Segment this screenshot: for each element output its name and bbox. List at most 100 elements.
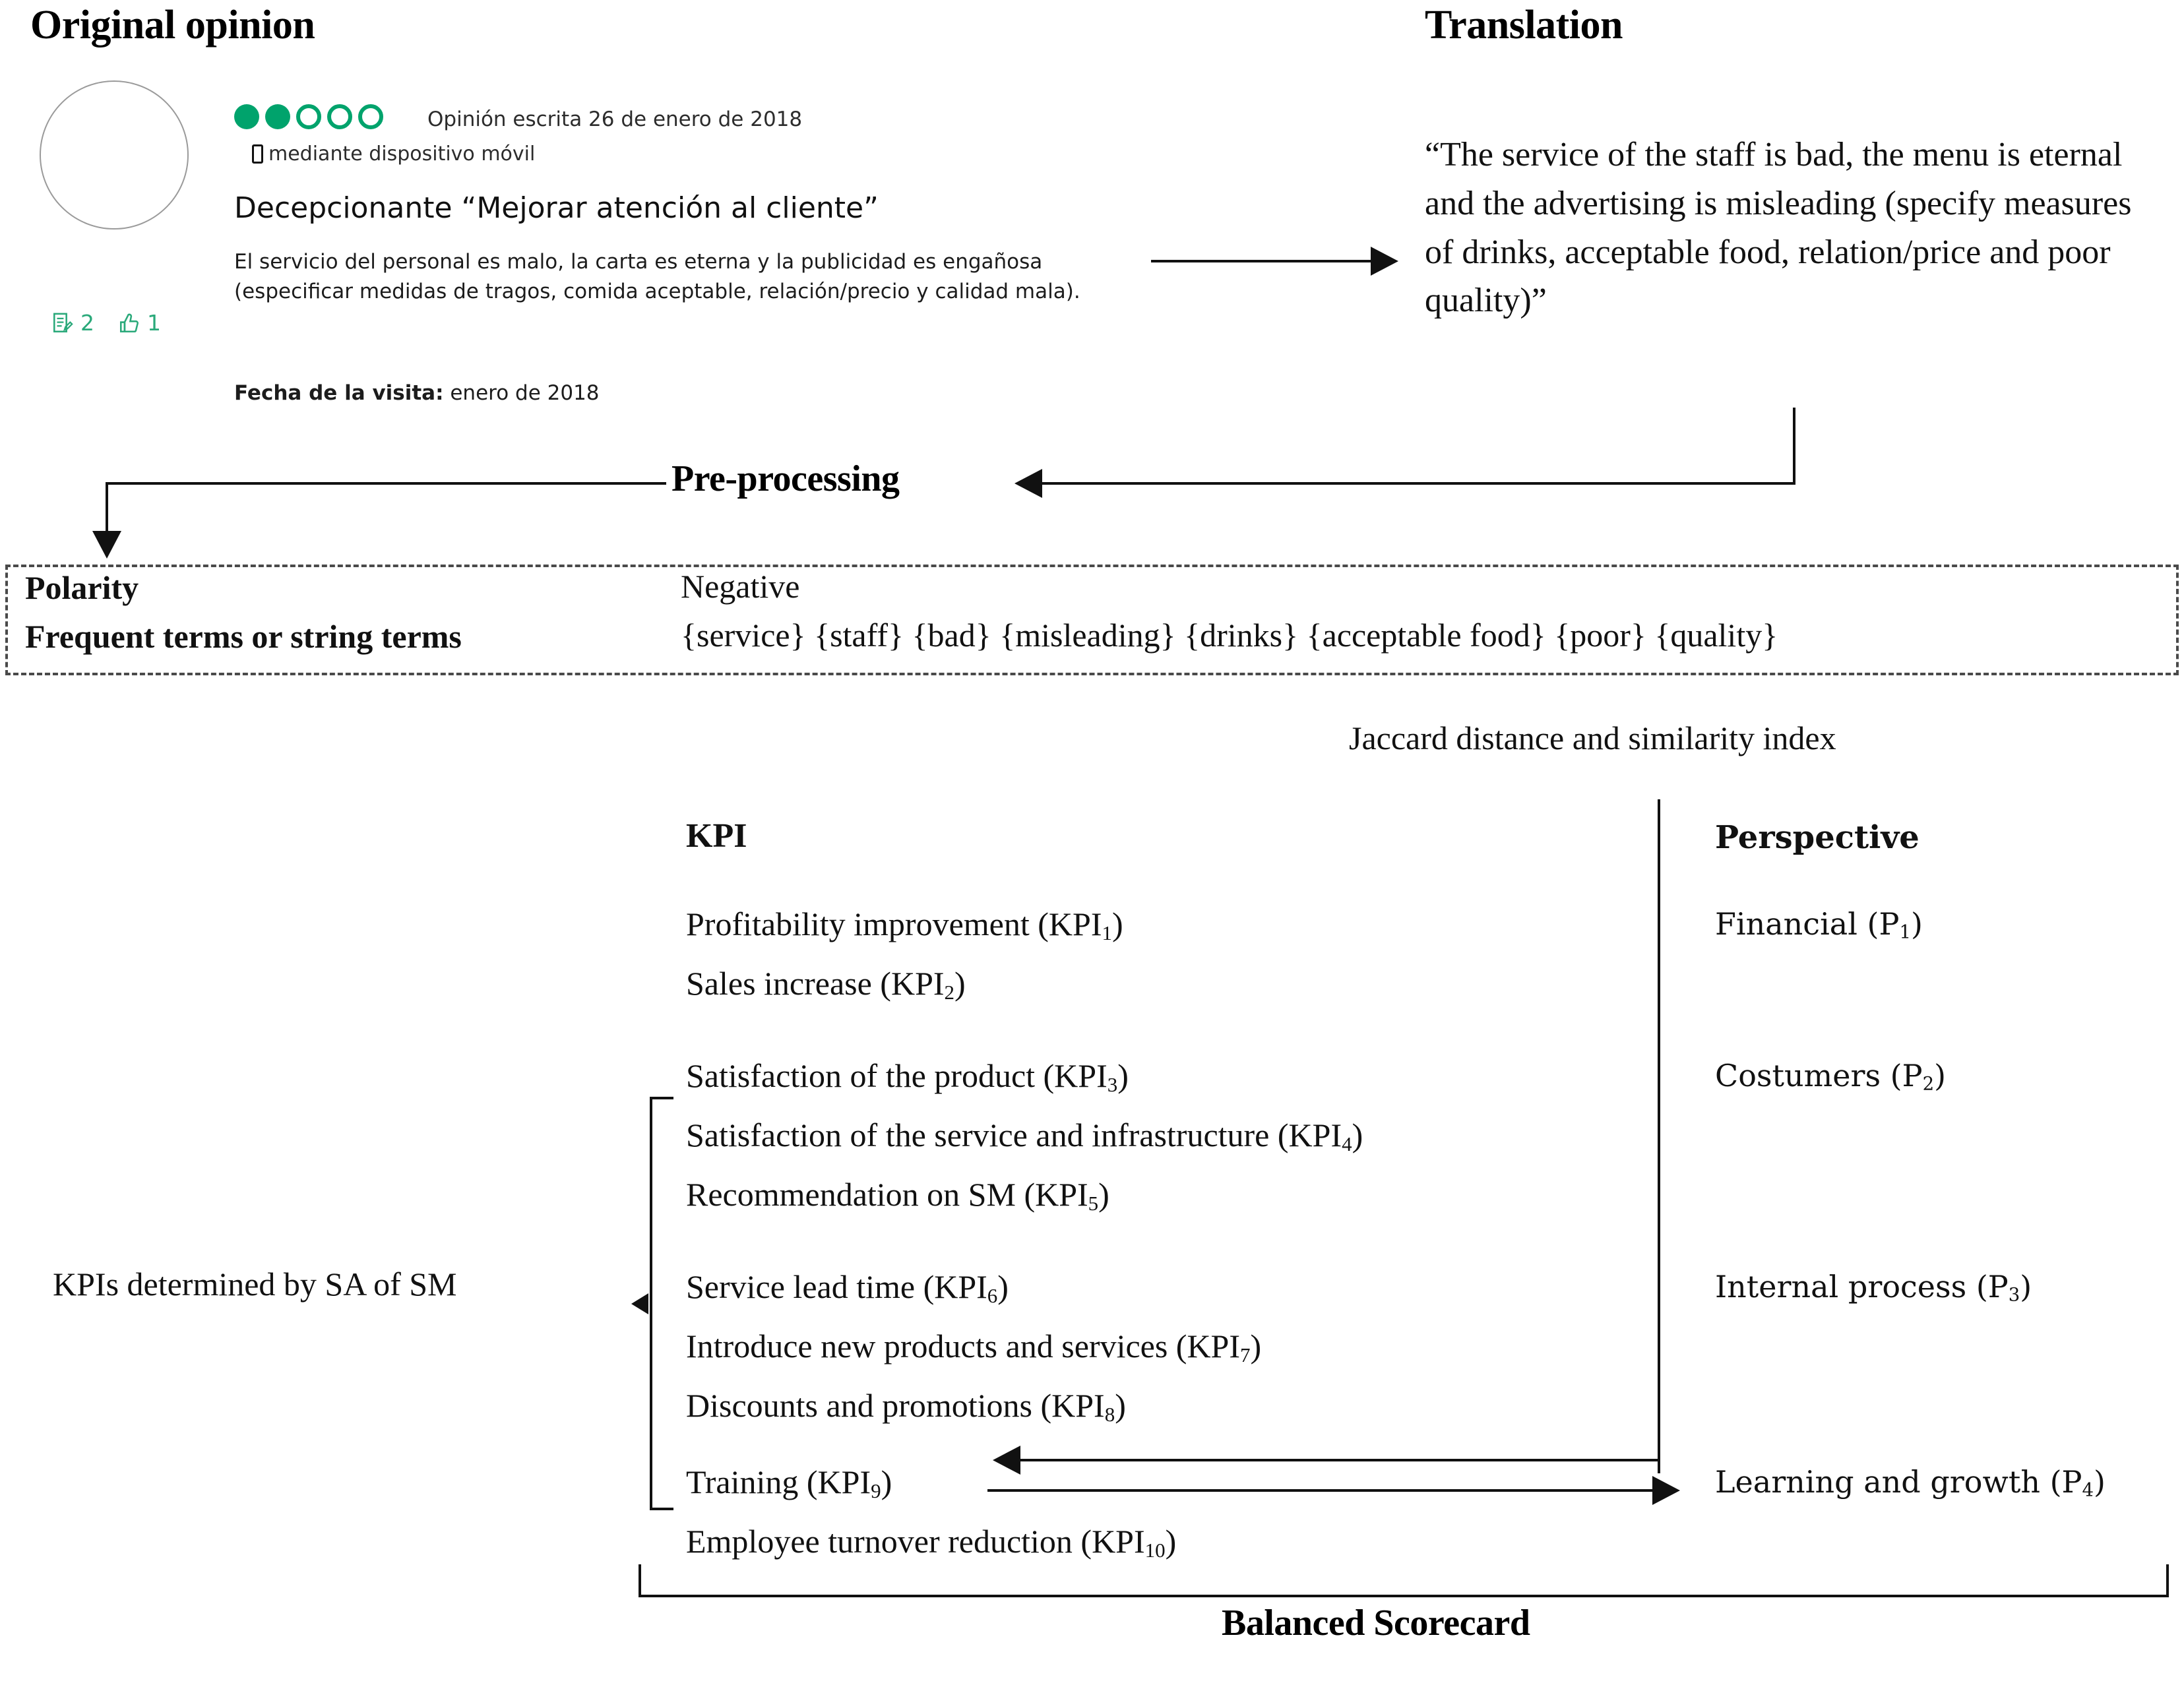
- jaccard-label: Jaccard distance and similarity index: [1349, 720, 1836, 756]
- kpi-row-1-tail: ): [1111, 905, 1123, 942]
- kpi-row-4-text: Satisfaction of the service and infrastr…: [686, 1117, 1342, 1153]
- kpi-row-6-text: Service lead time (KPI: [686, 1268, 987, 1305]
- perspective-row-3-index: 3: [2008, 1283, 2020, 1306]
- kpi-row-2: Sales increase (KPI2): [686, 964, 966, 1004]
- preprocessing-feed-horizontal: [1041, 482, 1795, 485]
- frequent-terms-row-value: {service} {staff} {bad} {misleading} {dr…: [681, 617, 1778, 654]
- polarity-row-value: Negative: [681, 568, 800, 605]
- kpi-row-3: Satisfaction of the product (KPI3): [686, 1057, 1129, 1097]
- training-to-learning-arrow-head: [1652, 1476, 1680, 1505]
- heading-original-opinion: Original opinion: [30, 3, 315, 47]
- kpi-row-10: Employee turnover reduction (KPI10): [686, 1522, 1176, 1562]
- kpi-row-5-tail: ): [1098, 1176, 1109, 1213]
- perspective-row-2: Costumers (P2): [1715, 1058, 1946, 1095]
- kpi-column-header: KPI: [686, 817, 747, 855]
- kpi-row-9: Training (KPI9): [686, 1463, 892, 1503]
- review-body-text: El servicio del personal es malo, la car…: [234, 250, 1080, 303]
- kpi-row-3-tail: ): [1117, 1057, 1129, 1094]
- kpi-row-4-index: 4: [1342, 1132, 1352, 1155]
- mobile-phone-icon: [252, 144, 263, 164]
- kpi-row-9-index: 9: [871, 1479, 881, 1502]
- rating-bubble-filled-2: [265, 104, 290, 129]
- preprocessing-to-polarity-arrow-head: [92, 531, 121, 559]
- perspective-row-2-tail: ): [1934, 1058, 1947, 1093]
- review-written-date: Opinión escrita 26 de enero de 2018: [427, 107, 803, 131]
- polarity-row-label: Polarity: [25, 569, 139, 606]
- rating-bubbles: [234, 104, 383, 129]
- review-visit-date: Fecha de la visita: enero de 2018: [234, 381, 600, 405]
- kpi-row-6: Service lead time (KPI6): [686, 1268, 1009, 1308]
- kpi-row-2-text: Sales increase (KPI: [686, 965, 945, 1002]
- kpi-row-10-text: Employee turnover reduction (KPI: [686, 1523, 1145, 1560]
- perspective-row-1-index: 1: [1899, 921, 1911, 943]
- perspective-row-2-text: Costumers (P: [1715, 1058, 1923, 1093]
- kpi-row-3-index: 3: [1107, 1072, 1118, 1096]
- kpi-row-5-index: 5: [1088, 1191, 1099, 1215]
- perspective-row-3: Internal process (P3): [1715, 1269, 2032, 1306]
- perspective-row-1: Financial (P1): [1715, 906, 1923, 943]
- review-visit-label: Fecha de la visita:: [234, 381, 444, 405]
- kpi-row-6-index: 6: [987, 1283, 998, 1307]
- review-title: Decepcionante “Mejorar atención al clien…: [234, 191, 879, 225]
- kpi-row-1-index: 1: [1102, 921, 1112, 944]
- training-to-learning-line: [987, 1489, 1654, 1492]
- preprocessing-label: Pre-processing: [671, 458, 900, 499]
- perspective-row-1-tail: ): [1911, 906, 1923, 942]
- kpi-row-7-tail: ): [1250, 1328, 1262, 1365]
- perspective-row-2-index: 2: [1922, 1072, 1935, 1095]
- rating-bubble-empty-4: [327, 104, 352, 129]
- kpi-row-9-text: Training (KPI: [686, 1463, 871, 1500]
- heading-translation: Translation: [1425, 3, 1623, 47]
- balanced-scorecard-bracket: [639, 1564, 2169, 1597]
- kpi-row-1-text: Profitability improvement (KPI: [686, 905, 1102, 942]
- kpi-group-brace: [650, 1097, 673, 1510]
- learning-to-training-line: [1019, 1459, 1660, 1461]
- perspective-row-1-text: Financial (P: [1715, 906, 1900, 942]
- translation-quote: “The service of the staff is bad, the me…: [1425, 136, 2132, 320]
- perspective-row-4-tail: ): [2094, 1464, 2106, 1500]
- sa-of-sm-label: KPIs determined by SA of SM: [53, 1266, 457, 1303]
- perspective-row-4: Learning and growth (P4): [1715, 1464, 2106, 1501]
- rating-bubble-empty-3: [296, 104, 321, 129]
- preprocessing-to-polarity-horizontal: [106, 482, 666, 485]
- kpi-row-4: Satisfaction of the service and infrastr…: [686, 1116, 1363, 1156]
- kpi-row-1: Profitability improvement (KPI1): [686, 905, 1123, 945]
- rating-bubble-filled-1: [234, 104, 259, 129]
- kpi-row-4-tail: ): [1352, 1117, 1363, 1153]
- kpi-row-8-index: 8: [1104, 1402, 1115, 1426]
- arrow-opinion-to-translation-head: [1371, 247, 1398, 276]
- kpi-row-10-tail: ): [1165, 1523, 1177, 1560]
- perspective-row-4-index: 4: [2082, 1479, 2094, 1501]
- review-visit-value: enero de 2018: [443, 381, 600, 405]
- perspective-row-3-tail: ): [2020, 1269, 2032, 1304]
- kpi-row-5: Recommendation on SM (KPI5): [686, 1175, 1109, 1215]
- balanced-scorecard-label: Balanced Scorecard: [1222, 1603, 1530, 1643]
- review-document-icon: [53, 313, 73, 332]
- review-vote-counts: 2 1: [51, 310, 161, 336]
- perspective-column-header: Perspective: [1715, 819, 1919, 856]
- kpi-row-7: Introduce new products and services (KPI…: [686, 1327, 1261, 1367]
- kpi-row-9-tail: ): [881, 1463, 892, 1500]
- review-device-line: mediante dispositivo móvil: [252, 142, 535, 166]
- kpi-row-7-text: Introduce new products and services (KPI: [686, 1328, 1241, 1365]
- frequent-terms-row-label: Frequent terms or string terms: [25, 618, 462, 655]
- rating-bubble-empty-5: [358, 104, 383, 129]
- thumbs-up-icon: [119, 313, 139, 332]
- review-count-value: 2: [80, 310, 94, 336]
- learning-to-training-arrow-head: [993, 1446, 1020, 1475]
- perspective-row-4-text: Learning and growth (P: [1715, 1464, 2082, 1500]
- kpi-row-2-tail: ): [954, 965, 966, 1002]
- preprocessing-to-polarity-vertical: [106, 482, 108, 534]
- kpi-row-8-text: Discounts and promotions (KPI: [686, 1387, 1105, 1424]
- perspective-column-rule: [1658, 799, 1660, 1473]
- perspective-row-3-text: Internal process (P: [1715, 1269, 2009, 1304]
- kpi-row-8-tail: ): [1115, 1387, 1126, 1424]
- kpi-row-3-text: Satisfaction of the product (KPI: [686, 1057, 1108, 1094]
- kpi-row-8: Discounts and promotions (KPI8): [686, 1386, 1126, 1426]
- kpi-row-2-index: 2: [944, 980, 955, 1004]
- polarity-box: [5, 565, 2179, 675]
- kpi-row-5-text: Recommendation on SM (KPI: [686, 1176, 1088, 1213]
- kpi-group-brace-pointer: [631, 1293, 648, 1314]
- kpi-row-10-index: 10: [1144, 1538, 1166, 1562]
